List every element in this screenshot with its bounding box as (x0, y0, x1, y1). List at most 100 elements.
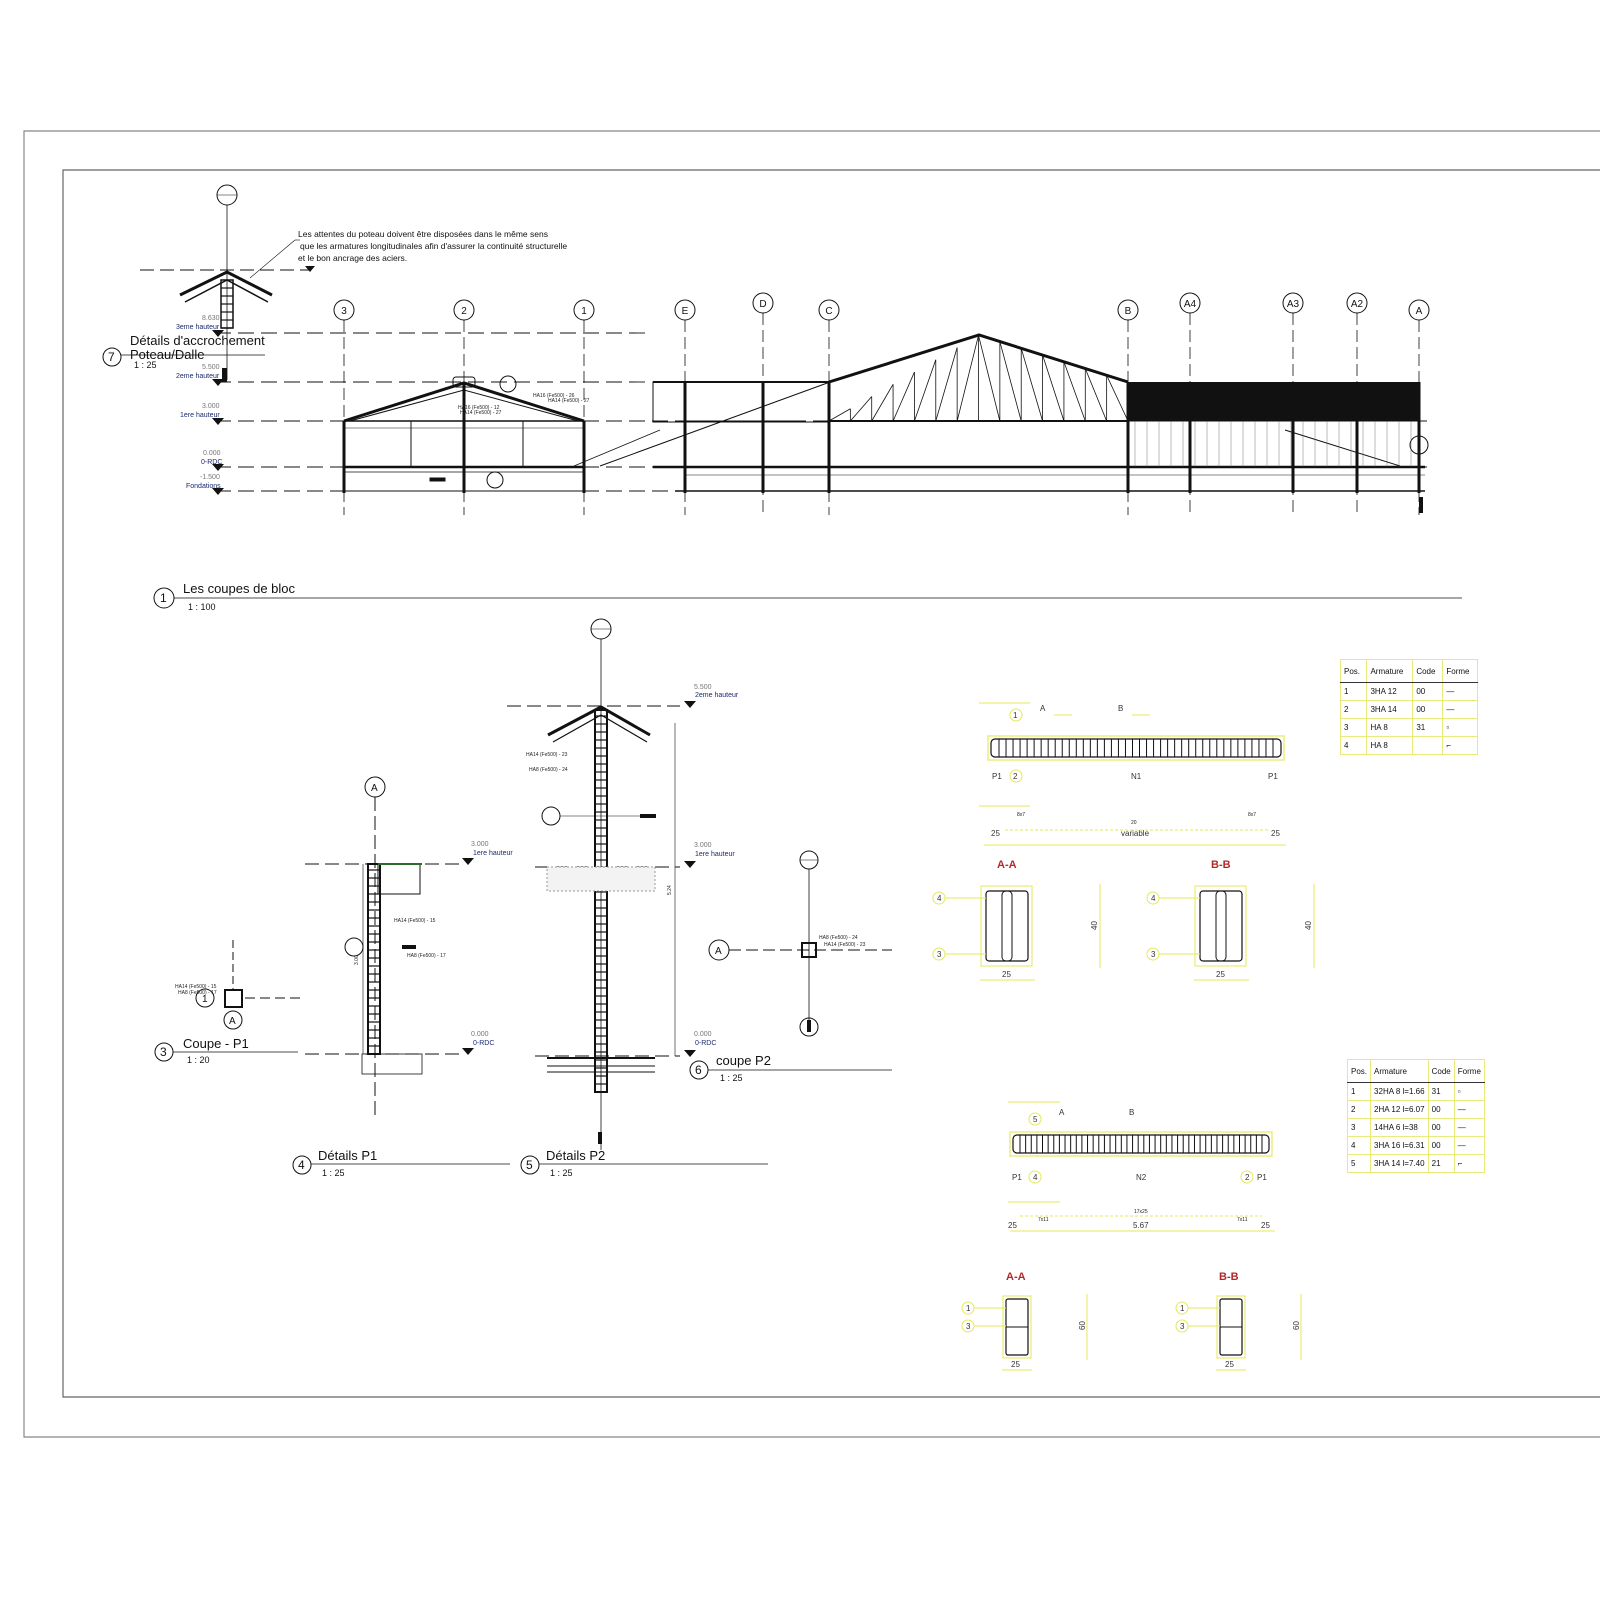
svg-text:25: 25 (1261, 1221, 1270, 1230)
col-code: Code (1412, 659, 1444, 683)
view-title-6: 6 coupe P2 1 : 25 (689, 1053, 892, 1083)
svg-text:20: 20 (1131, 820, 1137, 826)
svg-text:A-A: A-A (1006, 1271, 1026, 1283)
grid-bubble (1346, 292, 1368, 314)
truss-member (1020, 348, 1043, 422)
svg-text:A: A (1059, 1108, 1065, 1117)
truss-member (1063, 361, 1086, 422)
svg-text:7x11: 7x11 (1237, 1217, 1248, 1223)
svg-text:Détails d'accrochement: Détails d'accrochement (130, 333, 265, 348)
building-left-section (338, 375, 661, 493)
svg-text:Coupe - P1: Coupe - P1 (183, 1036, 249, 1051)
svg-text:HA16 (Fe500) - 12: HA16 (Fe500) - 12 (458, 405, 500, 411)
svg-text:25: 25 (991, 829, 1000, 838)
grid-label-A4: A4 (1184, 299, 1197, 310)
svg-text:N1: N1 (1131, 772, 1142, 781)
level-0-rdc: 0.000 0-RDC (201, 450, 224, 471)
grid-label-B: B (1125, 306, 1132, 317)
truss-member (850, 396, 873, 422)
svg-text:P1: P1 (992, 772, 1002, 781)
svg-text:A-A: A-A (997, 859, 1017, 871)
truss-member (1042, 354, 1065, 422)
grid-bubble (573, 299, 595, 321)
shape-icon: ▫ (1453, 1082, 1486, 1101)
shape-icon: — (1442, 682, 1478, 701)
grid-label-3: 3 (341, 306, 347, 317)
svg-text:A: A (371, 783, 378, 794)
svg-text:1 : 25: 1 : 25 (720, 1073, 743, 1083)
svg-text:Fondations: Fondations (186, 483, 221, 490)
grid-bubble (818, 299, 840, 321)
view-title-7: 7 Détails d'accrochement Poteau/Dalle 1 … (102, 333, 265, 370)
svg-text:HA8 (Fe500) - 24: HA8 (Fe500) - 24 (529, 767, 568, 773)
svg-text:0.000: 0.000 (203, 450, 221, 457)
svg-text:0-RDC: 0-RDC (201, 459, 222, 466)
svg-text:6: 6 (695, 1063, 702, 1077)
shape-icon: — (1453, 1136, 1486, 1155)
shape-icon: ⌐ (1442, 736, 1478, 755)
truss-member (956, 335, 979, 422)
svg-text:1: 1 (1013, 711, 1018, 720)
beam-n1-sections: A-A B-B 4 3 4 3 40 40 25 25 (932, 859, 1315, 981)
col-pos: Pos. (1339, 659, 1368, 683)
columns-right (683, 382, 1421, 493)
svg-text:variable: variable (1121, 829, 1150, 838)
truss-member (1084, 368, 1108, 422)
truss-member (828, 408, 851, 422)
grid-bubble (333, 299, 355, 321)
svg-text:HA14 (Fe500) - 27: HA14 (Fe500) - 27 (460, 410, 502, 416)
svg-text:40: 40 (1304, 921, 1313, 930)
svg-text:1 : 20: 1 : 20 (187, 1055, 210, 1065)
truss-member (892, 371, 915, 422)
grid-bubble (453, 299, 475, 321)
svg-text:0-RDC: 0-RDC (695, 1040, 716, 1047)
svg-text:25: 25 (1002, 970, 1011, 979)
svg-text:B: B (1129, 1108, 1134, 1117)
shape-icon: ⌐ (1453, 1154, 1486, 1173)
truss-member (978, 335, 1001, 422)
svg-text:1ere hauteur: 1ere hauteur (473, 850, 513, 857)
svg-text:3: 3 (160, 1045, 167, 1059)
svg-text:0.000: 0.000 (694, 1031, 712, 1038)
svg-text:B-B: B-B (1211, 859, 1231, 871)
svg-text:P1: P1 (1012, 1173, 1022, 1182)
grid-bubble (1179, 292, 1201, 314)
grid-bubble (1117, 299, 1139, 321)
view-title-5: 5 Détails P2 1 : 25 (520, 1148, 768, 1178)
svg-text:8.630: 8.630 (202, 315, 220, 322)
grid-bubble (674, 299, 696, 321)
svg-text:HA8 (Fe500) - 24: HA8 (Fe500) - 24 (819, 935, 858, 941)
svg-text:8x7: 8x7 (1017, 812, 1025, 818)
svg-text:25: 25 (1008, 1221, 1017, 1230)
svg-text:4: 4 (1033, 1173, 1038, 1182)
svg-text:40: 40 (1090, 921, 1099, 930)
svg-text:2: 2 (1013, 772, 1018, 781)
svg-text:Les coupes de bloc: Les coupes de bloc (183, 581, 296, 596)
col-armature: Armature (1366, 659, 1414, 683)
table-header-row: Pos. Armature Code Forme (1339, 659, 1478, 683)
svg-text:P1: P1 (1268, 772, 1278, 781)
svg-text:2eme hauteur: 2eme hauteur (695, 692, 739, 699)
grid-label-1: 1 (581, 306, 587, 317)
details-p2: 5.24 HA14 (Fe500) - 23 HA8 (Fe500) - 24 … (507, 618, 739, 1150)
detail-7-poteau-dalle: Les attentes du poteau doivent être disp… (140, 184, 567, 382)
svg-text:3.000: 3.000 (694, 842, 712, 849)
svg-text:Détails P1: Détails P1 (318, 1148, 377, 1163)
svg-text:3: 3 (966, 1322, 971, 1331)
grid-label-2: 2 (461, 306, 467, 317)
svg-text:3: 3 (937, 950, 942, 959)
rebar-callouts-top: HA16 (Fe500) - 26 HA14 (Fe500) - 27 HA16… (458, 393, 590, 416)
svg-text:7: 7 (108, 350, 115, 364)
grid-bubble (1408, 299, 1430, 321)
note-line-1: Les attentes du poteau doivent être disp… (298, 229, 548, 239)
